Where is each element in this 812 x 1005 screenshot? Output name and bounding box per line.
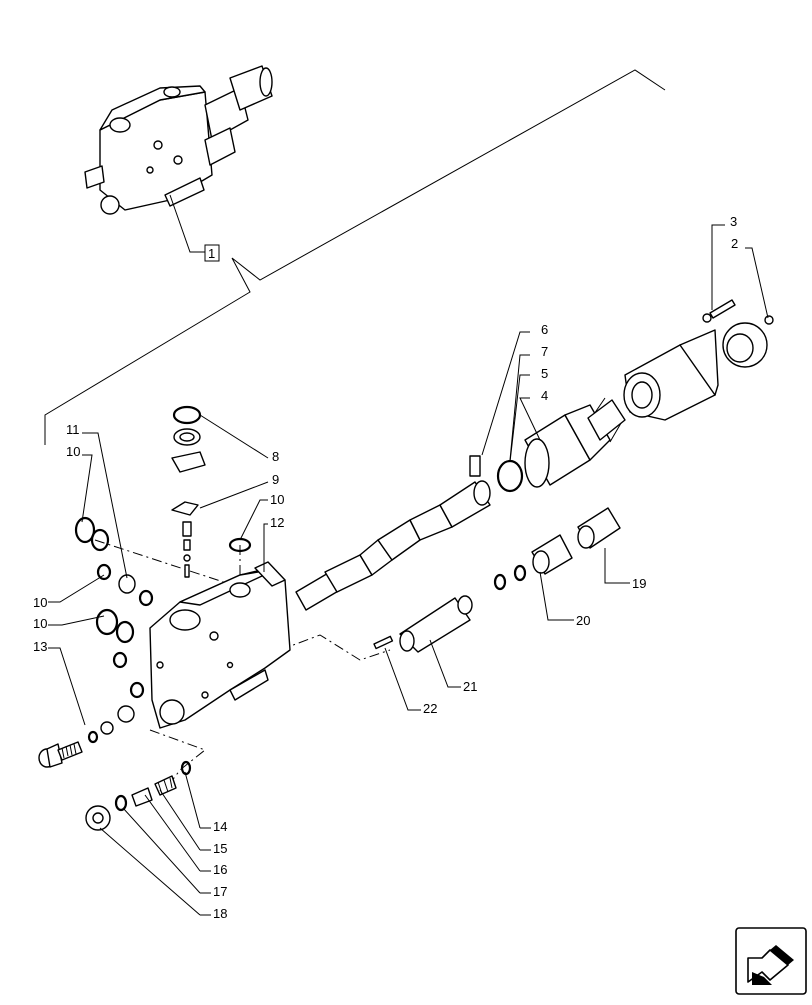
callout-17: 17: [213, 884, 227, 899]
valve-21: [399, 595, 473, 653]
callout-5: 5: [541, 366, 548, 381]
o-ring-4: [496, 459, 524, 493]
next-page-arrow-icon[interactable]: [735, 927, 807, 995]
spool: [295, 455, 491, 611]
callout-10-top: 10: [270, 492, 284, 507]
callout-9: 9: [272, 472, 279, 487]
cap-19: [577, 507, 621, 549]
end-cover: [623, 329, 719, 421]
centre-line-left: [94, 539, 249, 591]
callout-19: 19: [632, 576, 646, 591]
callout-20: 20: [576, 613, 590, 628]
callout-2: 2: [731, 236, 738, 251]
part-9a: [171, 501, 199, 516]
callout-4: 4: [541, 388, 548, 403]
callout-8: 8: [272, 449, 279, 464]
centre-line-right: [279, 634, 391, 661]
callout-box-1: [204, 244, 220, 262]
callout-18: 18: [213, 906, 227, 921]
assembled-valve-thumbnail: [84, 65, 273, 215]
callout-3: 3: [730, 214, 737, 229]
callout-10-left: 10: [66, 444, 80, 459]
callout-22: 22: [423, 701, 437, 716]
callout-12: 12: [270, 515, 284, 530]
callout-7: 7: [541, 344, 548, 359]
callout-6: 6: [541, 322, 548, 337]
pin-22: [373, 635, 394, 650]
spring: [587, 397, 626, 443]
plug-11: [118, 574, 136, 594]
plug-assembly-14-18: [85, 760, 192, 831]
callout-14: 14: [213, 819, 227, 834]
callout-13: 13: [33, 639, 47, 654]
callout-10-low: 10: [33, 616, 47, 631]
valve-section-body: [149, 561, 291, 729]
spool-cap-5: [524, 404, 611, 488]
part-8c: [171, 451, 206, 473]
callout-1: 1: [208, 246, 215, 261]
break-line: [44, 69, 666, 445]
callout-21: 21: [463, 679, 477, 694]
fitting-20: [531, 534, 573, 575]
callout-16: 16: [213, 862, 227, 877]
end-cap: [722, 322, 768, 368]
callout-15: 15: [213, 841, 227, 856]
callout-10-mid: 10: [33, 595, 47, 610]
relief-valve-13: [38, 705, 135, 768]
o-ring-8a: [172, 405, 202, 425]
screw-3: [709, 299, 736, 319]
callout-11: 11: [66, 422, 80, 437]
